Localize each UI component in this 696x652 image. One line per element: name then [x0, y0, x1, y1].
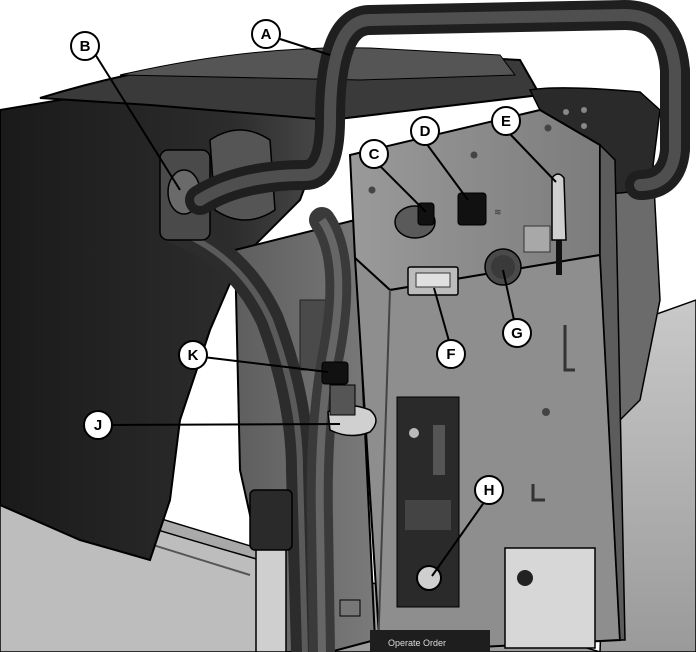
callout-b: B	[70, 31, 100, 61]
callout-d: D	[410, 116, 440, 146]
leader-k	[202, 356, 329, 373]
recovery-hose-highlight	[173, 227, 308, 652]
handle-bar-shade	[194, 9, 681, 206]
panel-side	[599, 143, 626, 641]
switch-d-symbol: ≋	[494, 207, 502, 217]
bumper-bolt	[563, 109, 569, 115]
handle-clip	[339, 599, 361, 617]
callout-j: J	[83, 410, 113, 440]
leader-lines	[94, 38, 557, 577]
leader-h	[431, 500, 486, 577]
panel-edge	[377, 289, 391, 652]
callout-f: F	[436, 339, 466, 369]
lever-decal	[523, 225, 551, 253]
svg-text:J: J	[94, 417, 102, 434]
leader-a	[279, 38, 331, 56]
lid-top	[119, 47, 516, 81]
callout-k: K	[178, 340, 208, 370]
leader-d	[425, 142, 469, 201]
bumper-bolt	[581, 123, 587, 129]
callout-a: A	[251, 19, 281, 49]
svg-text:F: F	[446, 346, 455, 363]
switch-k	[321, 361, 349, 385]
switch-d	[457, 192, 487, 226]
callout-e: E	[491, 106, 521, 136]
svg-text:A: A	[261, 26, 272, 43]
plate-connector	[517, 570, 533, 586]
side-latch	[563, 325, 575, 372]
k-bracket	[329, 384, 356, 416]
leader-g	[502, 269, 515, 321]
button-g-cap	[491, 255, 515, 279]
bottom-decal	[370, 630, 490, 652]
leader-f	[433, 287, 450, 342]
callout-g: G	[502, 318, 532, 348]
panel-screw	[368, 186, 376, 194]
callout-c: C	[359, 139, 389, 169]
decal-dot	[409, 428, 419, 438]
svg-text:B: B	[80, 38, 91, 55]
bottom-decal-text: Operate Order	[388, 638, 446, 648]
bumper-bolt	[581, 107, 587, 113]
svg-text:C: C	[369, 146, 380, 163]
leader-e	[508, 132, 557, 183]
leader-b	[94, 53, 181, 191]
panel-screw	[470, 151, 478, 159]
leader-c	[379, 165, 427, 213]
front-hook	[531, 484, 545, 502]
svg-text:K: K	[188, 347, 199, 364]
svg-text:D: D	[420, 123, 431, 140]
access-plate	[504, 547, 596, 649]
decal-level	[433, 425, 445, 475]
lever-slot	[556, 230, 562, 275]
side-handle-shade	[315, 217, 343, 652]
svg-text:H: H	[484, 482, 495, 499]
panel-screw	[542, 408, 550, 416]
callout-h: H	[474, 475, 504, 505]
lever-e	[551, 173, 567, 241]
meter-f-window	[415, 272, 451, 288]
svg-text:G: G	[511, 325, 523, 342]
svg-text:E: E	[501, 113, 511, 130]
drain-cap	[249, 489, 293, 551]
leader-j	[109, 423, 341, 426]
panel-screw	[544, 124, 552, 132]
decal-image	[405, 500, 451, 530]
